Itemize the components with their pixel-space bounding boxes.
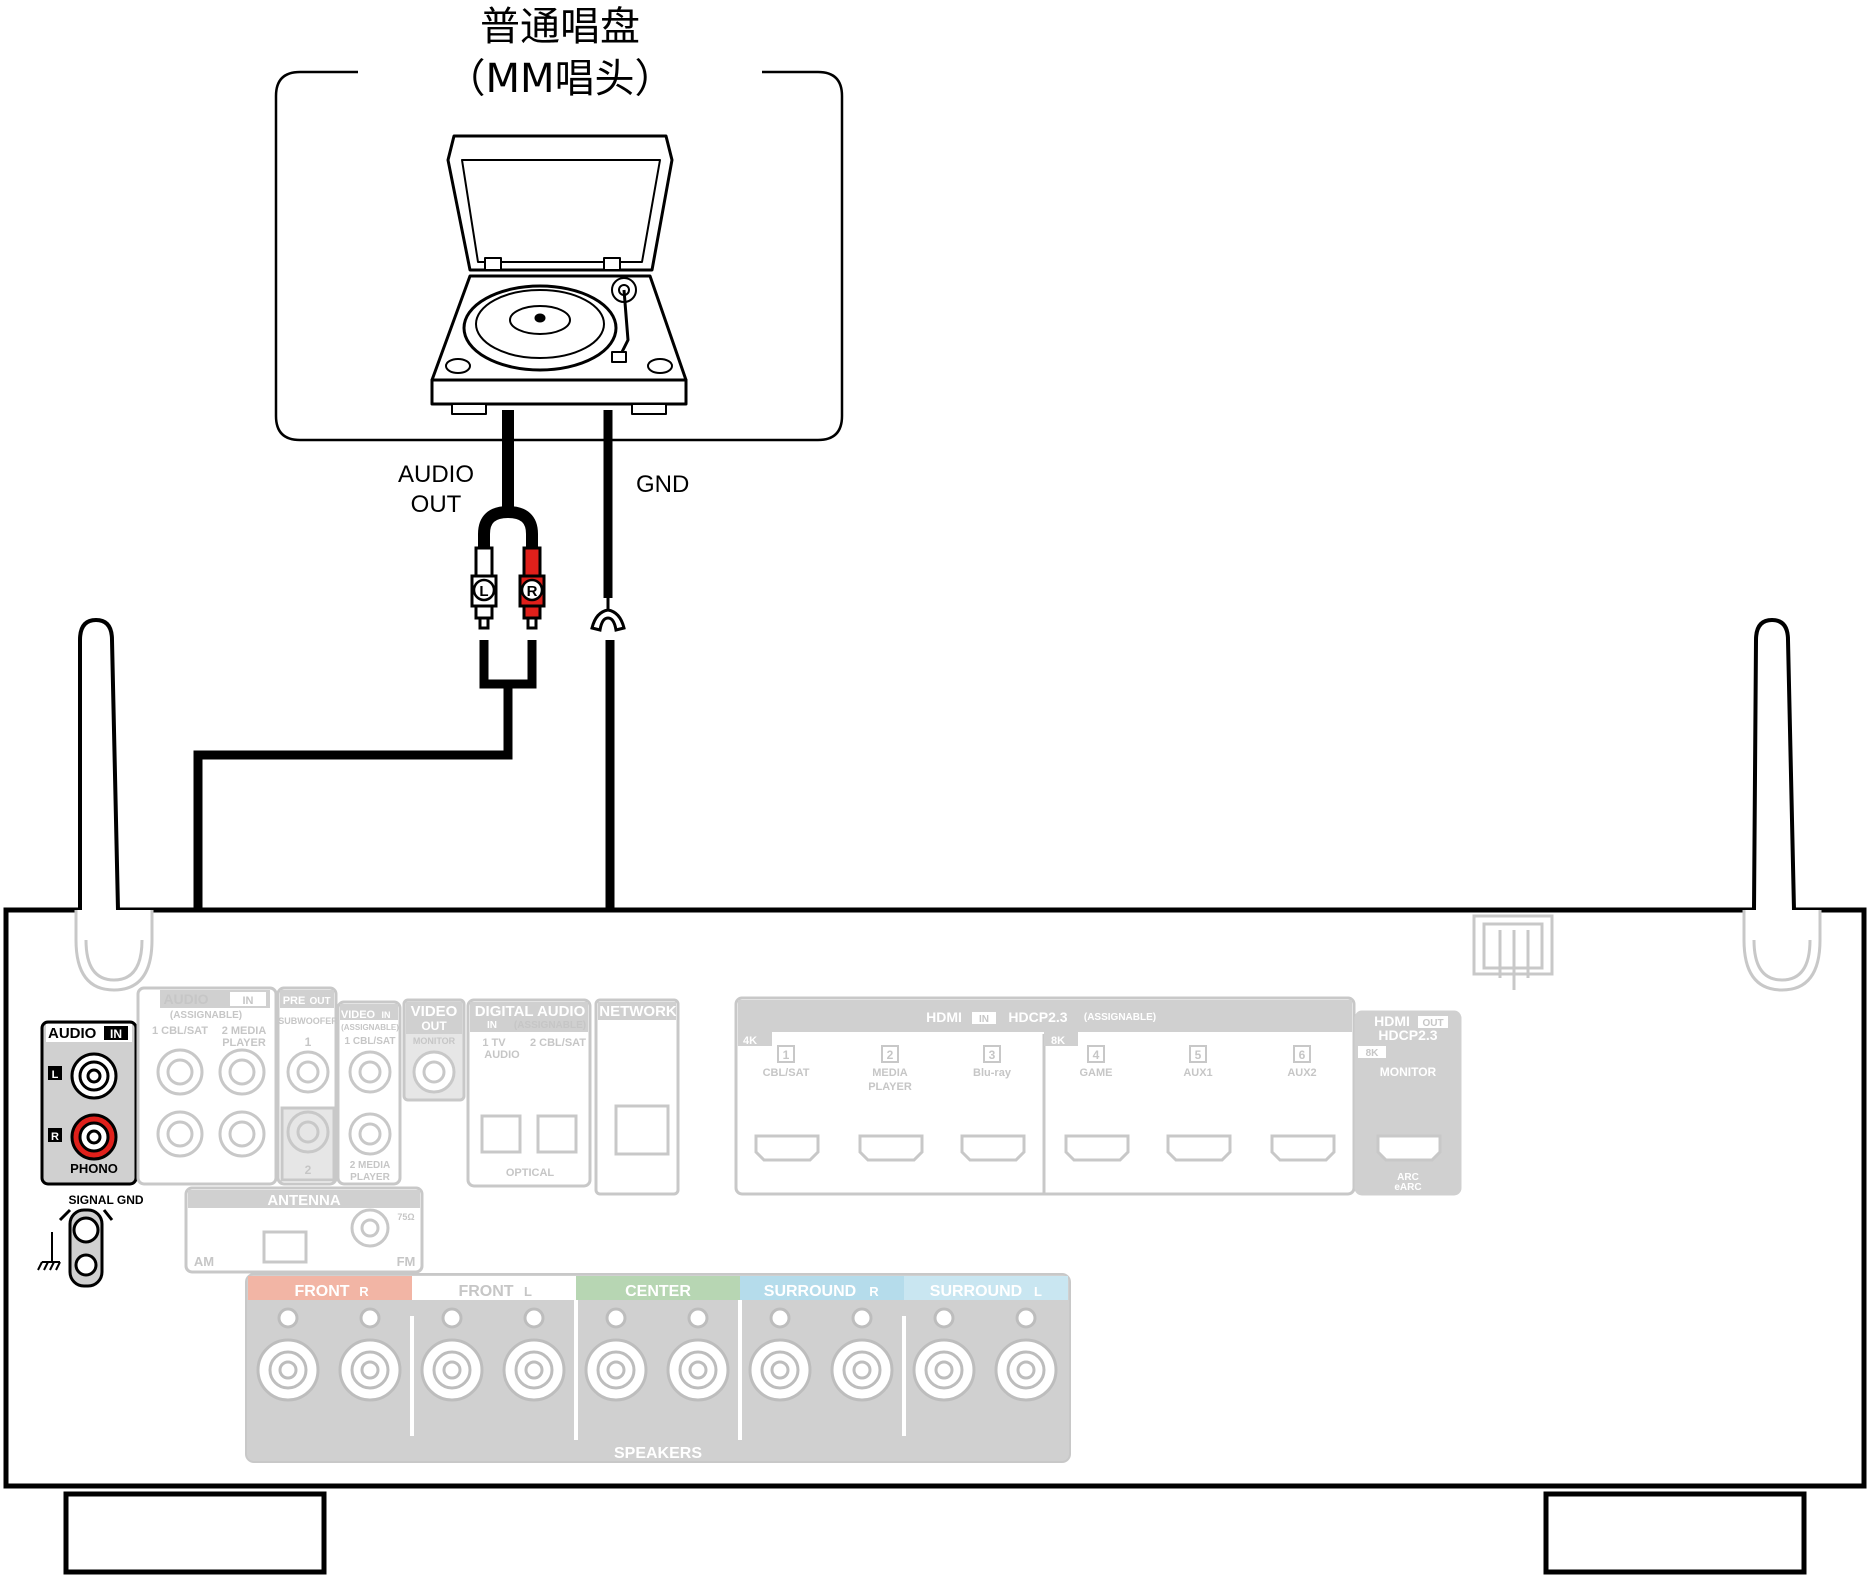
audio-in-group-badge: IN (243, 995, 254, 1007)
audio-in-group-title: AUDIO (163, 991, 208, 1007)
pre-out-n1: 1 (305, 1035, 312, 1049)
video-in-title: VIDEO (341, 1009, 376, 1021)
rca-plug-right (518, 546, 546, 630)
hdmi-port-3-name: Blu-ray (973, 1067, 1012, 1079)
plug-left-label: L (479, 583, 488, 600)
hdmi-out-8k: 8K (1366, 1048, 1380, 1059)
hdmi-port-6-name: AUX2 (1287, 1067, 1316, 1079)
phono-l-jack[interactable] (70, 1052, 118, 1100)
hdmi-out-hdcp: HDCP2.3 (1378, 1027, 1437, 1043)
hdmi-out-earc: eARC (1394, 1182, 1421, 1193)
antenna-am: AM (194, 1254, 214, 1269)
hdmi-out-monitor: MONITOR (1380, 1065, 1437, 1079)
video-in-badge: IN (382, 1010, 391, 1020)
hdmi-in-sub: (ASSIGNABLE) (1084, 1012, 1156, 1023)
audio-cable-split (478, 505, 538, 548)
hdmi-port-3-num: 3 (989, 1048, 996, 1062)
hdmi-port-4-num: 4 (1093, 1048, 1100, 1062)
digital-audio-optical: OPTICAL (506, 1167, 555, 1179)
video-in-item2a: 2 MEDIA (350, 1160, 391, 1171)
digital-audio-sub: (ASSIGNABLE) (514, 1020, 586, 1031)
antenna-ohm: 75Ω (397, 1212, 414, 1222)
audio-out-label-1: AUDIO (398, 461, 474, 488)
hdmi-port-1-num: 1 (783, 1048, 790, 1062)
signal-gnd-label: SIGNAL GND (68, 1193, 143, 1207)
pre-out-title: PRE (283, 995, 306, 1007)
signal-gnd-terminal[interactable] (58, 1208, 114, 1288)
hdmi-in-title: HDMI (926, 1009, 962, 1025)
turntable-icon (430, 134, 688, 415)
antenna-left (74, 617, 154, 992)
digital-audio-title: DIGITAL AUDIO (475, 1003, 586, 1020)
device-title: 普通唱盘 (480, 4, 640, 50)
hdmi-port-5-num: 5 (1195, 1048, 1202, 1062)
hdmi-in-8k: 8K (1051, 1035, 1065, 1047)
speaker-front-l-side: L (524, 1284, 532, 1299)
gnd-label: GND (636, 471, 689, 498)
pre-out-badge: OUT (309, 996, 330, 1007)
hdmi-out-title: HDMI (1374, 1013, 1410, 1029)
speaker-front-r-side: R (359, 1284, 369, 1299)
phono-r-jack[interactable] (70, 1113, 118, 1161)
audio-in-group-sub: (ASSIGNABLE) (170, 1010, 242, 1021)
hdmi-port-4-name: GAME (1080, 1067, 1113, 1079)
speaker-posts (256, 1307, 1058, 1402)
video-out-badge: OUT (421, 1019, 447, 1033)
plug-right-label: R (527, 583, 538, 600)
ground-icon (37, 1232, 61, 1271)
video-in-item1: 1 CBL/SAT (345, 1036, 396, 1047)
antenna-title: ANTENNA (267, 1192, 340, 1209)
hdmi-port-5-name: AUX1 (1183, 1067, 1212, 1079)
audio-in-group-item2a: 2 MEDIA (222, 1025, 267, 1037)
audio-in-group-item1: 1 CBL/SAT (152, 1025, 208, 1037)
hdmi-in-hdcp: HDCP2.3 (1008, 1009, 1067, 1025)
audio-in-label: AUDIO (48, 1025, 97, 1042)
speaker-surround-l-label: SURROUND (930, 1283, 1022, 1300)
rca-plug-left (470, 546, 498, 630)
digital-audio-badge: IN (487, 1020, 497, 1031)
network-title: NETWORK (599, 1003, 677, 1020)
video-out-sub: MONITOR (413, 1036, 456, 1046)
speaker-front-r-label: FRONT (294, 1283, 349, 1300)
hdmi-port-2-name2: PLAYER (868, 1081, 912, 1093)
antenna-right (1742, 617, 1822, 992)
pre-out-sub: SUBWOOFER (278, 1016, 338, 1026)
speaker-surround-r-side: R (869, 1284, 879, 1299)
audio-in-group-item2b: PLAYER (222, 1037, 266, 1049)
pre-out-n2: 2 (305, 1163, 312, 1177)
device-frame (274, 70, 844, 442)
power-inlet (1472, 914, 1554, 990)
video-out-title: VIDEO (411, 1003, 458, 1020)
hdmi-out-badge: OUT (1422, 1018, 1443, 1029)
phono-label: PHONO (70, 1161, 118, 1176)
speaker-center-label: CENTER (625, 1283, 691, 1300)
digital-audio-item2: 2 CBL/SAT (530, 1037, 586, 1049)
antenna-fm: FM (397, 1254, 416, 1269)
phono-l-label: L (52, 1069, 59, 1081)
hdmi-in-port-labels: 1 CBL/SAT 2 MEDIA PLAYER 3 Blu-ray 4 GAM… (763, 1045, 1317, 1093)
speakers-title: SPEAKERS (614, 1445, 702, 1462)
device-subtitle: （MM唱头） (445, 56, 674, 102)
hdmi-port-6-num: 6 (1299, 1048, 1306, 1062)
hdmi-port-2-name: MEDIA (872, 1067, 908, 1079)
speaker-surround-r-label: SURROUND (764, 1283, 856, 1300)
hdmi-in-badge: IN (979, 1014, 989, 1025)
hdmi-port-1-name: CBL/SAT (763, 1067, 810, 1079)
audio-out-label-2: OUT (411, 491, 462, 518)
video-in-item2b: PLAYER (350, 1172, 390, 1183)
digital-audio-item1a: 1 TV (482, 1037, 506, 1049)
video-in-sub: (ASSIGNABLE) (341, 1023, 399, 1032)
hdmi-out-arc: ARC (1397, 1172, 1419, 1183)
gnd-spade (590, 598, 626, 632)
hdmi-in-4k: 4K (743, 1035, 757, 1047)
speaker-surround-l-side: L (1034, 1284, 1042, 1299)
speaker-front-l-label: FRONT (458, 1283, 513, 1300)
digital-audio-item1b: AUDIO (484, 1049, 520, 1061)
phono-r-label: R (51, 1131, 59, 1143)
hdmi-port-2-num: 2 (887, 1048, 894, 1062)
audio-in-badge: IN (110, 1027, 122, 1041)
hdmi-ports (754, 1134, 1442, 1162)
